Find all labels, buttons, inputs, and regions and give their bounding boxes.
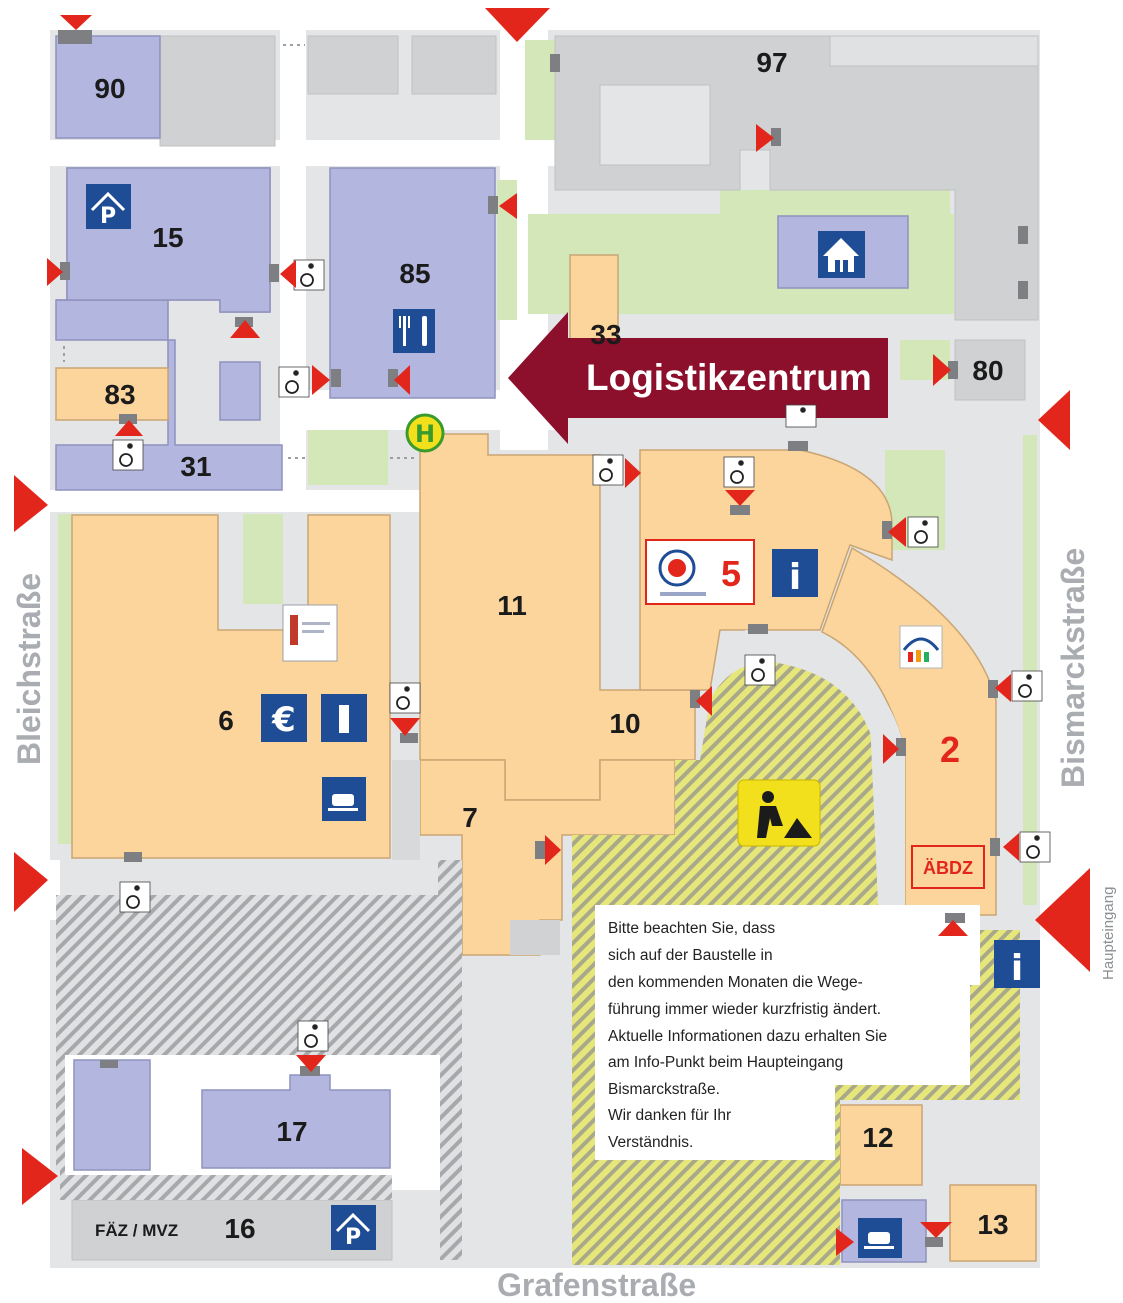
building-17-label[interactable]: 17 bbox=[276, 1116, 307, 1147]
parking-icon-fazmvz[interactable]: P bbox=[331, 1205, 376, 1250]
cafe-icon-building-14[interactable] bbox=[858, 1218, 902, 1258]
logo-card-building-2 bbox=[899, 625, 943, 669]
building-labels: 90 97 15 85 33 80 83 31 11 6 10 2 7 17 1… bbox=[94, 47, 1008, 1244]
street-bleichstrasse: Bleichstraße bbox=[11, 573, 47, 765]
building-85-label[interactable]: 85 bbox=[399, 258, 430, 289]
wheelchair-icon bbox=[907, 516, 939, 548]
info-icon-building-5[interactable]: i bbox=[772, 549, 818, 598]
building-13-label[interactable]: 13 bbox=[977, 1209, 1008, 1240]
notice-line: Bitte beachten Sie, dass bbox=[608, 920, 775, 937]
housing-icon[interactable] bbox=[818, 231, 865, 278]
building-2-label[interactable]: 2 bbox=[940, 729, 960, 770]
building-31-label[interactable]: 31 bbox=[180, 451, 211, 482]
svg-text:P: P bbox=[100, 204, 116, 229]
building-80-label[interactable]: 80 bbox=[972, 355, 1003, 386]
logistikzentrum-label: Logistikzentrum bbox=[586, 357, 872, 398]
building-11-label[interactable]: 11 bbox=[497, 590, 527, 621]
street-grafenstrasse: Grafenstraße bbox=[497, 1267, 696, 1303]
wheelchair-icon bbox=[723, 456, 755, 488]
courtyard-2 bbox=[510, 920, 560, 955]
wheelchair-icon bbox=[293, 259, 325, 291]
notice-line: sich auf der Baustelle in bbox=[608, 947, 773, 964]
building-12-label[interactable]: 12 bbox=[862, 1122, 893, 1153]
building-97-label[interactable]: 97 bbox=[756, 47, 787, 78]
wheelchair-icon bbox=[1019, 831, 1051, 863]
building-5-badge[interactable]: 5 bbox=[645, 539, 755, 605]
main-entrance-label: Haupteingang bbox=[1100, 887, 1117, 980]
building-16-prefix: FÄZ / MVZ bbox=[95, 1221, 178, 1240]
orange-buildings bbox=[55, 254, 1037, 1262]
parking-icon[interactable]: P bbox=[86, 184, 131, 229]
wheelchair-icon bbox=[297, 1020, 329, 1052]
street-bismarckstrasse: Bismarckstraße bbox=[1055, 548, 1091, 788]
notice-line: Wir danken für Ihr bbox=[608, 1107, 731, 1124]
info-icon-building-6[interactable] bbox=[321, 694, 367, 742]
entrance-arrows bbox=[14, 8, 1090, 1256]
notice-line: Bismarckstraße. bbox=[608, 1081, 720, 1098]
svg-text:i: i bbox=[1011, 948, 1023, 989]
svg-text:P: P bbox=[345, 1225, 361, 1250]
cafe-icon-building-6[interactable] bbox=[322, 777, 366, 821]
wheelchair-icon bbox=[744, 654, 776, 686]
building-90-label[interactable]: 90 bbox=[94, 73, 125, 104]
notice-line: Verständnis. bbox=[608, 1134, 693, 1151]
bus-stop-icon[interactable]: H bbox=[405, 413, 445, 453]
building-6-label[interactable]: 6 bbox=[218, 705, 234, 736]
notice-line: am Info-Punkt beim Haupteingang bbox=[608, 1054, 843, 1071]
notice-line: den kommenden Monaten die Wege- bbox=[608, 974, 863, 991]
dotted-paths bbox=[63, 44, 415, 459]
building-7-label[interactable]: 7 bbox=[462, 802, 478, 833]
building-15-label[interactable]: 15 bbox=[152, 222, 183, 253]
abdz-label: ÄBDZ bbox=[923, 858, 973, 878]
notice-text: Bitte beachten Sie, dass sich auf der Ba… bbox=[608, 920, 887, 1151]
wheelchair-icon bbox=[278, 366, 310, 398]
service-icons: P € i i bbox=[86, 184, 1040, 1258]
building-10-label[interactable]: 10 bbox=[609, 708, 640, 739]
logo-card-building-6 bbox=[282, 604, 338, 662]
wheelchair-icon bbox=[1011, 670, 1043, 702]
wheelchair-icon bbox=[112, 439, 144, 471]
building-83-label[interactable]: 83 bbox=[104, 379, 135, 410]
wheelchair-icon bbox=[785, 404, 817, 428]
courtyard bbox=[392, 760, 420, 860]
building-5-label: 5 bbox=[721, 553, 741, 594]
svg-text:i: i bbox=[789, 557, 801, 598]
wheelchair-icon bbox=[592, 454, 624, 486]
notice-line: führung immer wieder kurzfristig ändert. bbox=[608, 1001, 881, 1018]
building-16-label[interactable]: 16 bbox=[224, 1213, 255, 1244]
construction-worker-icon bbox=[737, 779, 821, 847]
notice-box bbox=[595, 905, 980, 985]
wheelchair-icon bbox=[389, 682, 421, 714]
svg-text:H: H bbox=[415, 420, 435, 448]
curved-path bbox=[745, 630, 905, 915]
building-33-label[interactable]: 33 bbox=[590, 319, 621, 350]
restaurant-icon[interactable] bbox=[393, 309, 435, 353]
euro-atm-icon[interactable]: € bbox=[261, 694, 307, 742]
notice-line: Aktuelle Informationen dazu erhalten Sie bbox=[608, 1028, 887, 1045]
svg-text:€: € bbox=[271, 700, 296, 740]
abdz-badge[interactable]: ÄBDZ bbox=[911, 845, 985, 889]
info-icon-main-entrance[interactable]: i bbox=[994, 940, 1040, 989]
wheelchair-icon bbox=[119, 881, 151, 913]
wheelchair-icons bbox=[112, 259, 1051, 1052]
